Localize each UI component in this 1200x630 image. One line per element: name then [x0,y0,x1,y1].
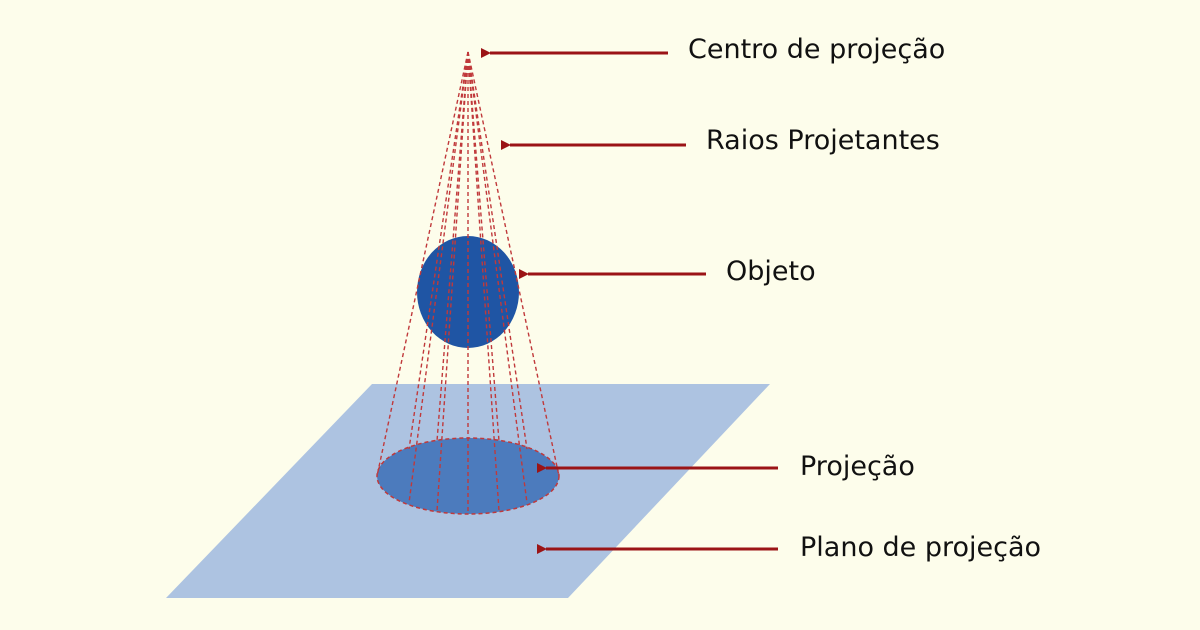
ray-line [467,51,560,477]
label-object: Objeto [726,256,816,287]
label-center: Centro de projeção [688,34,946,65]
projecting-rays [376,51,560,514]
pointer-arrows [481,48,778,554]
ray-line [436,51,469,442]
ray-line [408,51,469,504]
label-projection: Projeção [800,451,915,482]
ray-line [467,51,528,504]
ray-line [376,51,469,477]
ray-line [408,51,469,450]
ray-line [467,51,528,450]
label-rays: Raios Projetantes [706,125,940,156]
ray-line [467,51,500,442]
label-plane: Plano de projeção [800,532,1042,563]
